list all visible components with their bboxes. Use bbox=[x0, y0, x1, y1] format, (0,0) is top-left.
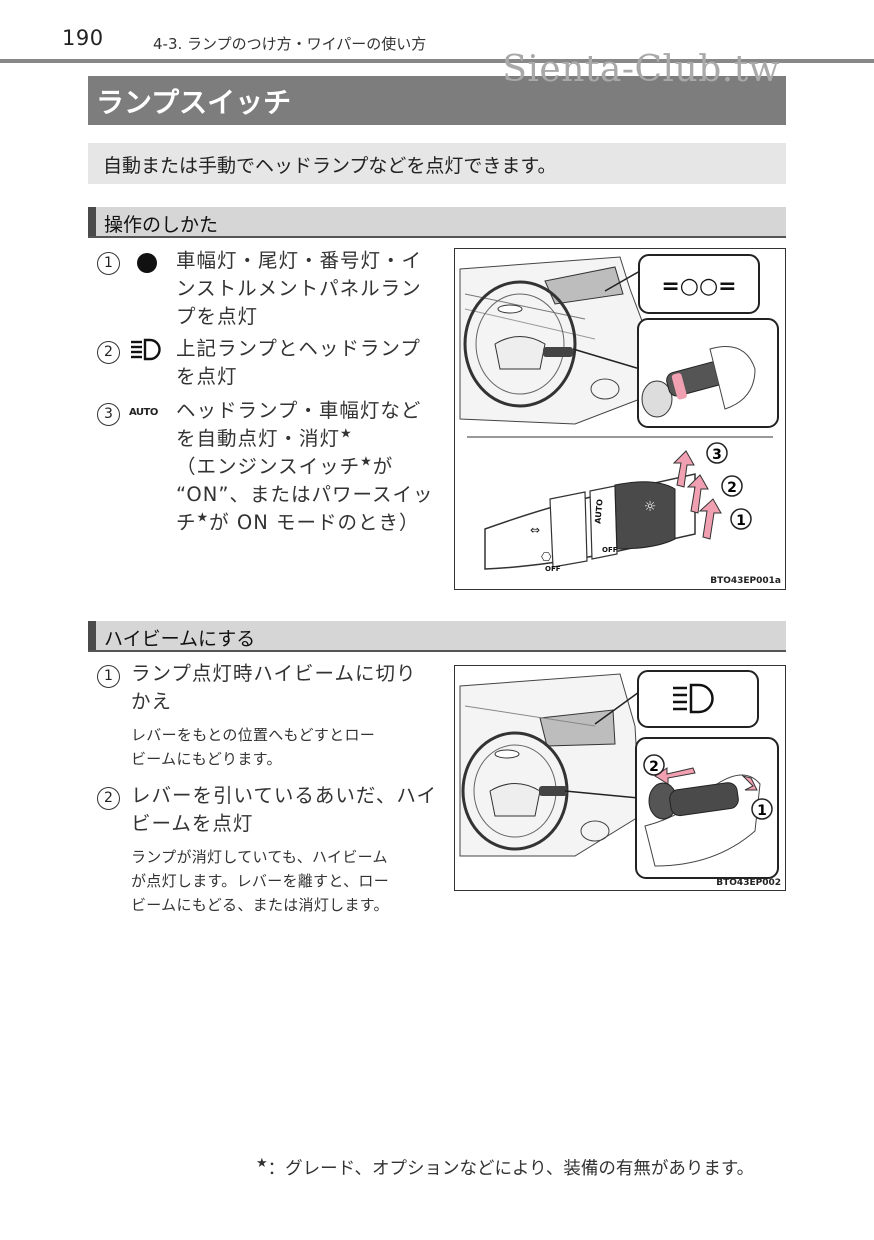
auto-icon: AUTO bbox=[129, 407, 158, 418]
fig-label-auto: AUTO bbox=[593, 499, 604, 525]
fig-label-3: 3 bbox=[712, 447, 722, 463]
item-number: 3 bbox=[97, 403, 120, 426]
list-item: ランプ点灯時ハイビームに切り かえ bbox=[131, 662, 417, 713]
list-item: レバーを引いているあいだ、ハイ ビームを点灯 bbox=[131, 784, 437, 835]
page-number: 190 bbox=[62, 26, 104, 50]
star-mark: ★ bbox=[256, 1156, 268, 1172]
intro-text: 自動または手動でヘッドランプなどを点灯できます。 bbox=[103, 155, 557, 177]
headlamp-icon bbox=[131, 338, 161, 361]
high-beam-illustration: 2 1 bbox=[459, 670, 779, 879]
figure-high-beam: 2 1 BTO43EP002 bbox=[454, 665, 786, 891]
star-mark: ★ bbox=[196, 510, 210, 526]
star-mark: ★ bbox=[340, 426, 353, 442]
dot-icon bbox=[137, 253, 157, 273]
section-heading-text: 操作のしかた bbox=[104, 214, 219, 236]
figure-code: BTO43EP002 bbox=[716, 878, 781, 888]
item-number: 1 bbox=[97, 665, 120, 688]
svg-text:=○○=: =○○= bbox=[661, 274, 736, 299]
figure-lamp-switch: =○○= ☼ ⇔ ⎔ AUTO OFF OFF 3 2 1 BTO43EP001… bbox=[454, 248, 786, 590]
figure-code: BTO43EP001a bbox=[710, 576, 781, 586]
fig-label-2: 2 bbox=[649, 759, 659, 775]
fig-label-1: 1 bbox=[757, 803, 767, 819]
section-heading-operation: 操作のしかた bbox=[88, 207, 786, 238]
svg-text:☼: ☼ bbox=[644, 499, 657, 515]
fig-label-off: OFF bbox=[602, 546, 618, 554]
lamp-switch-illustration: =○○= ☼ ⇔ ⎔ AUTO OFF OFF 3 2 1 bbox=[459, 254, 779, 573]
fig-label-2: 2 bbox=[727, 480, 737, 496]
item-number: 2 bbox=[97, 341, 120, 364]
footnote: ★：グレード、オプションなどにより、装備の有無があります。 bbox=[256, 1156, 755, 1179]
list-item: 上記ランプとヘッドランプ を点灯 bbox=[176, 337, 421, 388]
item-number: 2 bbox=[97, 787, 120, 810]
sub-note: レバーをもとの位置へもどすとロー ビームにもどります。 bbox=[131, 726, 376, 768]
section-heading-text: ハイビームにする bbox=[104, 628, 256, 650]
page-title: ランプスイッチ bbox=[96, 86, 292, 119]
intro-box: 自動または手動でヘッドランプなどを点灯できます。 bbox=[88, 143, 786, 184]
svg-text:⇔: ⇔ bbox=[530, 523, 540, 537]
list-item: 車幅灯・尾灯・番号灯・イ ンストルメントパネルラン プを点灯 bbox=[176, 249, 423, 328]
list-item: ヘッドランプ・車幅灯など を自動点灯・消灯★ （エンジンスイッチ★が “ON”、… bbox=[176, 399, 434, 534]
watermark: Sienta-Club.tw bbox=[502, 49, 780, 90]
item-number: 1 bbox=[97, 252, 120, 275]
sub-note: ランプが消灯していても、ハイビーム が点灯します。レバーを離すと、ロー ビームに… bbox=[131, 848, 390, 914]
section-heading-high-beam: ハイビームにする bbox=[88, 621, 786, 652]
title-bar: ランプスイッチ bbox=[88, 76, 786, 125]
svg-text:⎔: ⎔ bbox=[541, 550, 552, 564]
star-mark: ★ bbox=[360, 454, 373, 470]
fig-label-off: OFF bbox=[545, 565, 561, 573]
running-head: 4-3. ランプのつけ方・ワイパーの使い方 bbox=[153, 35, 427, 53]
header-rule bbox=[0, 59, 874, 63]
fig-label-1: 1 bbox=[736, 513, 746, 529]
